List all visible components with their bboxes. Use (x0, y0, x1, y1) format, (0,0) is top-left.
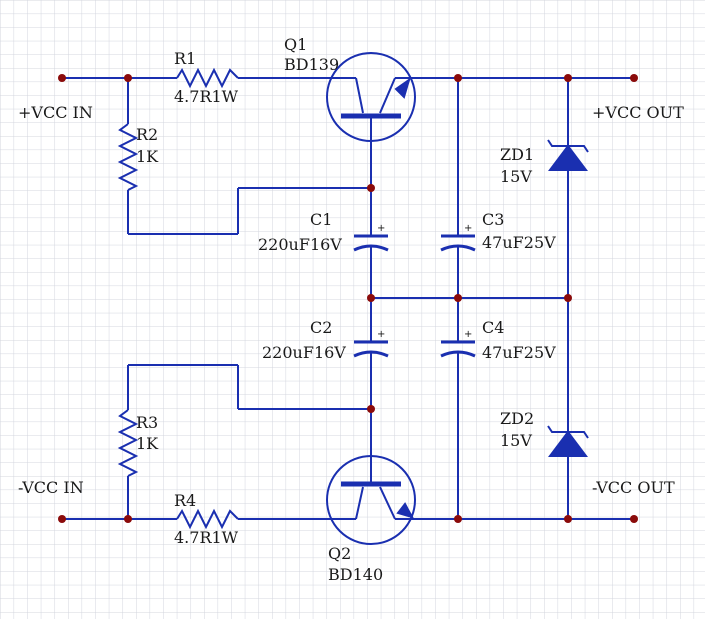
label-r4-value: 4.7R1W (174, 528, 239, 547)
junction-dot (367, 294, 375, 302)
junction-dot (367, 184, 375, 192)
junction-dot (630, 74, 638, 82)
junction-dot (564, 294, 572, 302)
label-r4-name: R4 (174, 491, 196, 510)
junction-dot (454, 294, 462, 302)
label-r2-name: R2 (136, 125, 158, 144)
label-c3-name: C3 (482, 210, 504, 229)
resistor-r4 (176, 508, 239, 530)
junction-dot (564, 74, 572, 82)
zener-zd2 (547, 425, 589, 457)
label-r1-name: R1 (174, 49, 196, 68)
svg-text:+: + (377, 329, 385, 340)
label-r3-value: 1K (136, 434, 159, 453)
label-c4-name: C4 (482, 318, 504, 337)
label-c1-name: C1 (310, 210, 332, 229)
junction-dot (564, 515, 572, 523)
junction-dot (630, 515, 638, 523)
svg-text:+: + (464, 329, 472, 340)
junction-dot (58, 515, 66, 523)
svg-text:+: + (464, 223, 472, 234)
label-vcc-in-neg: -VCC IN (18, 478, 84, 497)
capacitor-c4: + (440, 329, 476, 358)
transistor-q2 (326, 455, 416, 545)
label-c2-value: 220uF16V (262, 343, 346, 362)
label-c4-value: 47uF25V (482, 343, 556, 362)
label-zd1-name: ZD1 (500, 145, 534, 164)
label-r3-name: R3 (136, 413, 158, 432)
label-vcc-in-pos: +VCC IN (18, 103, 93, 122)
resistor-r1 (176, 67, 239, 89)
junction-dot (454, 515, 462, 523)
label-vcc-out-pos: +VCC OUT (592, 103, 684, 122)
label-r2-value: 1K (136, 147, 159, 166)
zener-zd1 (547, 139, 589, 171)
label-c1-value: 220uF16V (258, 235, 342, 254)
label-q2-part: BD140 (328, 565, 383, 584)
label-vcc-out-neg: -VCC OUT (592, 478, 675, 497)
capacitor-c3: + (440, 223, 476, 252)
junction-dot (124, 515, 132, 523)
label-c3-value: 47uF25V (482, 233, 556, 252)
svg-text:+: + (377, 223, 385, 234)
label-zd1-value: 15V (500, 167, 532, 186)
junction-dot (58, 74, 66, 82)
junction-dot (367, 405, 375, 413)
label-q2-name: Q2 (328, 544, 351, 563)
capacitor-c2: + (353, 329, 389, 358)
label-zd2-name: ZD2 (500, 409, 534, 428)
label-c2-name: C2 (310, 318, 332, 337)
resistor-r2 (117, 123, 139, 191)
label-q1-part: BD139 (284, 55, 339, 74)
junction-dot (454, 74, 462, 82)
capacitor-c1: + (353, 223, 389, 252)
junction-dot (124, 74, 132, 82)
transistor-q1 (326, 52, 416, 142)
label-zd2-value: 15V (500, 431, 532, 450)
resistor-r3 (117, 409, 139, 477)
junctions (58, 74, 638, 523)
label-r1-value: 4.7R1W (174, 87, 239, 106)
label-q1-name: Q1 (284, 35, 307, 54)
